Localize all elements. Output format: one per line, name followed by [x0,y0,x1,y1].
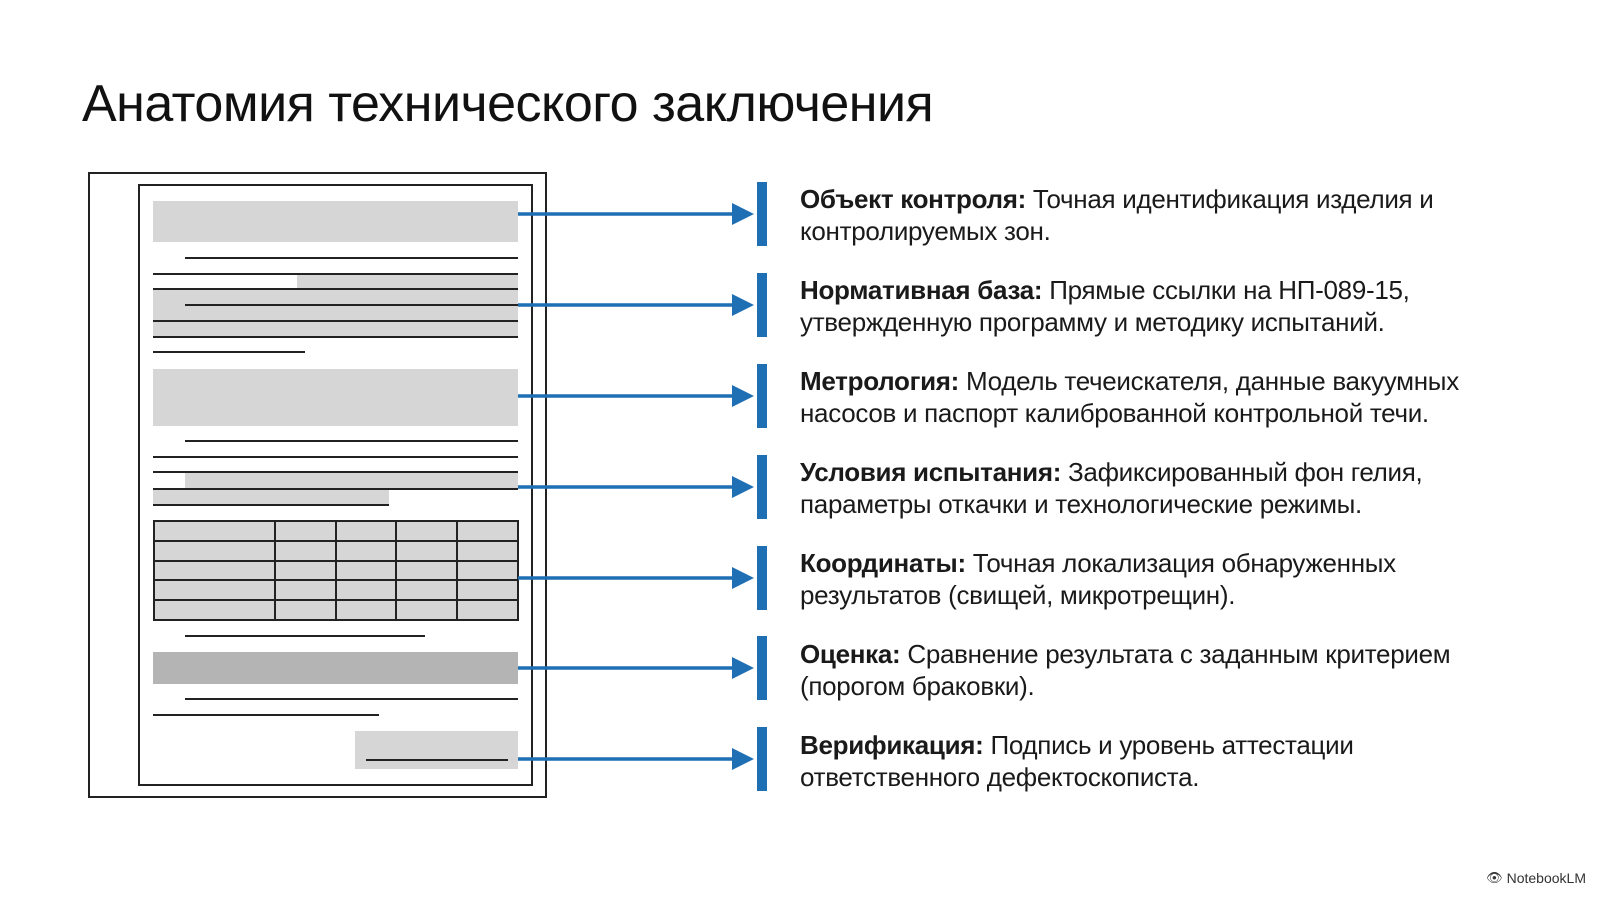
doc-table [153,520,519,621]
callout-text: Модель течеискателя, данные вакуумных на… [800,366,1459,428]
callout-accent-bar [757,636,767,700]
doc-block-metrology [153,369,518,426]
callout-text: Зафиксированный фон гелия, параметры отк… [800,457,1423,519]
callout-text: Подпись и уровень аттестации ответственн… [800,730,1354,792]
callout-label: Объект контроля: [800,184,1026,214]
callout-label: Верификация: [800,730,984,760]
callout-label: Координаты: [800,548,966,578]
arrow-head-icon [732,294,754,316]
callout-accent-bar [757,455,767,519]
brand-name: NotebookLM [1506,870,1586,886]
doc-block-object [153,201,518,242]
callout-item-object: Объект контроля: Точная идентификация из… [800,183,1520,247]
callout-item-evaluation: Оценка: Сравнение результата с заданным … [800,638,1520,702]
callout-text: Точная идентификация изделия и контролир… [800,184,1434,246]
callout-item-coordinates: Координаты: Точная локализация обнаружен… [800,547,1520,611]
callout-text: Прямые ссылки на НП-089-15, утвержденную… [800,275,1410,337]
callout-text: Точная локализация обнаруженных результа… [800,548,1396,610]
callout-label: Оценка: [800,639,901,669]
callout-label: Метрология: [800,366,960,396]
callout-item-conditions: Условия испытания: Зафиксированный фон г… [800,456,1520,520]
arrow-head-icon [732,567,754,589]
callout-item-normative: Нормативная база: Прямые ссылки на НП-08… [800,274,1520,338]
doc-block-evaluation [153,652,518,684]
notebooklm-icon: 👁︎ [1486,870,1503,885]
doc-signature-block [355,731,518,769]
arrow-head-icon [732,203,754,225]
arrow-head-icon [732,748,754,770]
callout-label: Условия испытания: [800,457,1062,487]
callout-label: Нормативная база: [800,275,1043,305]
callout-item-metrology: Метрология: Модель течеискателя, данные … [800,365,1520,429]
page-title: Анатомия технического заключения [82,75,934,133]
callout-accent-bar [757,182,767,246]
arrow-head-icon [732,385,754,407]
callout-accent-bar [757,273,767,337]
callout-item-verification: Верификация: Подпись и уровень аттестаци… [800,729,1520,793]
callout-arrows [518,182,767,791]
callout-accent-bar [757,727,767,791]
callout-accent-bar [757,546,767,610]
callout-text: Сравнение результата с заданным критерие… [800,639,1451,701]
callout-accent-bar [757,364,767,428]
brand-watermark: 👁︎ NotebookLM [1486,870,1586,886]
arrow-head-icon [732,476,754,498]
arrow-head-icon [732,657,754,679]
